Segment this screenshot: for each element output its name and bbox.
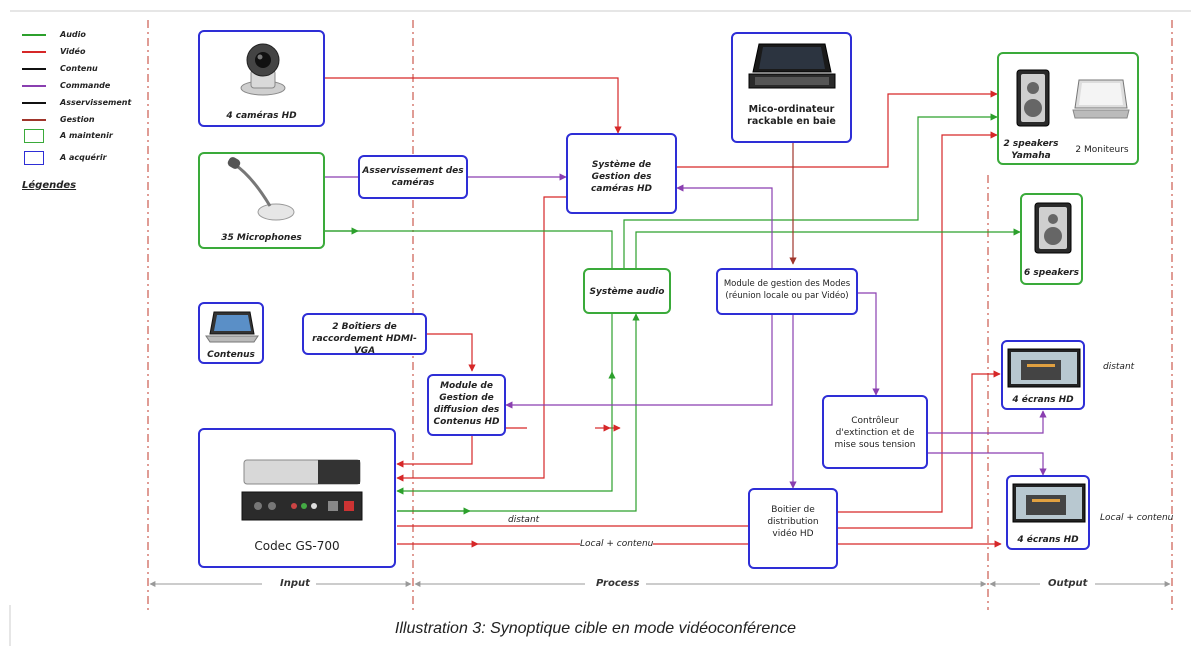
rack-computer-icon [748, 43, 836, 89]
section-input: Input [276, 578, 314, 589]
six-speakers-node: 6 speakers [1020, 193, 1083, 285]
micro-ordinateur-label: Mico-ordinateur rackable en baie [747, 104, 836, 127]
cameras-node: 4 caméras HD [198, 30, 325, 127]
legend-gestion: Gestion [60, 115, 95, 124]
microphone-icon [227, 157, 295, 221]
codec-device-icon [241, 459, 363, 521]
controleur-label: Contrôleur d'extinction et de mise sous … [834, 416, 916, 450]
legend-audio: Audio [60, 30, 86, 39]
boitier-distribution-node: Boitier de distribution vidéo HD [748, 488, 838, 569]
module-modes-node: Module de gestion des Modes (réunion loc… [716, 268, 858, 315]
legend-video: Vidéo [60, 47, 86, 56]
speaker-icon [1016, 69, 1050, 127]
ecrans-local-node: 4 écrans HD [1006, 475, 1090, 550]
microphones-node: 35 Microphones [198, 152, 325, 249]
moniteurs-label: 2 Moniteurs [1075, 145, 1129, 155]
contenus-node: Contenus [198, 302, 264, 364]
legend-maintain: A maintenir [60, 131, 113, 140]
legend-swatches [22, 34, 46, 121]
gestion-cameras-node: Système de Gestion des caméras HD [566, 133, 677, 214]
asservissement-node: Asservissement des caméras [358, 155, 468, 199]
distant-output-note: distant [1103, 362, 1135, 372]
legend-commande: Commande [60, 81, 111, 90]
contenus-label: Contenus [207, 350, 255, 360]
distant-line-label: distant [508, 515, 540, 525]
legend-contenu: Contenu [60, 64, 98, 73]
six-speakers-label: 6 speakers [1024, 268, 1079, 278]
legend-acquire: A acquérir [60, 153, 107, 162]
legend-asservissement: Asservissement [60, 98, 132, 107]
module-diffusion-node: Module de Gestion de diffusion des Conte… [427, 374, 506, 436]
section-output: Output [1044, 578, 1092, 589]
monitor-icon [1072, 79, 1130, 119]
figure-caption: Illustration 3: Synoptique cible en mode… [394, 620, 797, 637]
local-line-label: Local + contenu [580, 539, 654, 549]
module-diffusion-label: Module de Gestion de diffusion des Conte… [433, 381, 500, 427]
boitiers-label: 2 Boîtiers de raccordement HDMI-VGA [312, 322, 417, 356]
speakers-yamaha-label: 2 speakers Yamaha [1003, 139, 1059, 161]
module-modes-label: Module de gestion des Modes (réunion loc… [723, 279, 851, 301]
laptop-icon [205, 311, 259, 343]
microphones-label: 35 Microphones [221, 233, 302, 243]
controleur-node: Contrôleur d'extinction et de mise sous … [822, 395, 928, 469]
legend-title: Légendes [22, 180, 77, 191]
codec-label: Codec GS-700 [254, 539, 340, 553]
local-output-note: Local + contenu [1100, 513, 1174, 523]
asservissement-label: Asservissement des caméras [362, 166, 464, 188]
camera-icon [240, 43, 286, 96]
ecrans-distant-label: 4 écrans HD [1012, 395, 1074, 405]
legend-maintain-swatch [24, 129, 44, 143]
screen-icon [1007, 348, 1081, 388]
speaker-icon [1034, 202, 1072, 254]
codec-node: Codec GS-700 [198, 428, 396, 568]
ecrans-distant-node: 4 écrans HD [1001, 340, 1085, 410]
boitiers-node: 2 Boîtiers de raccordement HDMI-VGA [302, 313, 427, 356]
micro-ordinateur-node: Mico-ordinateur rackable en baie [731, 32, 852, 143]
systeme-audio-node: Système audio [583, 268, 671, 314]
section-process: Process [592, 578, 644, 589]
speakers-moniteurs-node: 2 speakers Yamaha 2 Moniteurs [997, 52, 1139, 165]
legend-acquire-swatch [24, 151, 44, 165]
screen-icon [1012, 483, 1086, 523]
cameras-label: 4 caméras HD [226, 111, 297, 121]
ecrans-local-label: 4 écrans HD [1017, 535, 1079, 545]
boitier-distribution-label: Boitier de distribution vidéo HD [767, 505, 819, 539]
systeme-audio-label: Système audio [589, 287, 665, 297]
gestion-cameras-label: Système de Gestion des caméras HD [591, 160, 652, 194]
